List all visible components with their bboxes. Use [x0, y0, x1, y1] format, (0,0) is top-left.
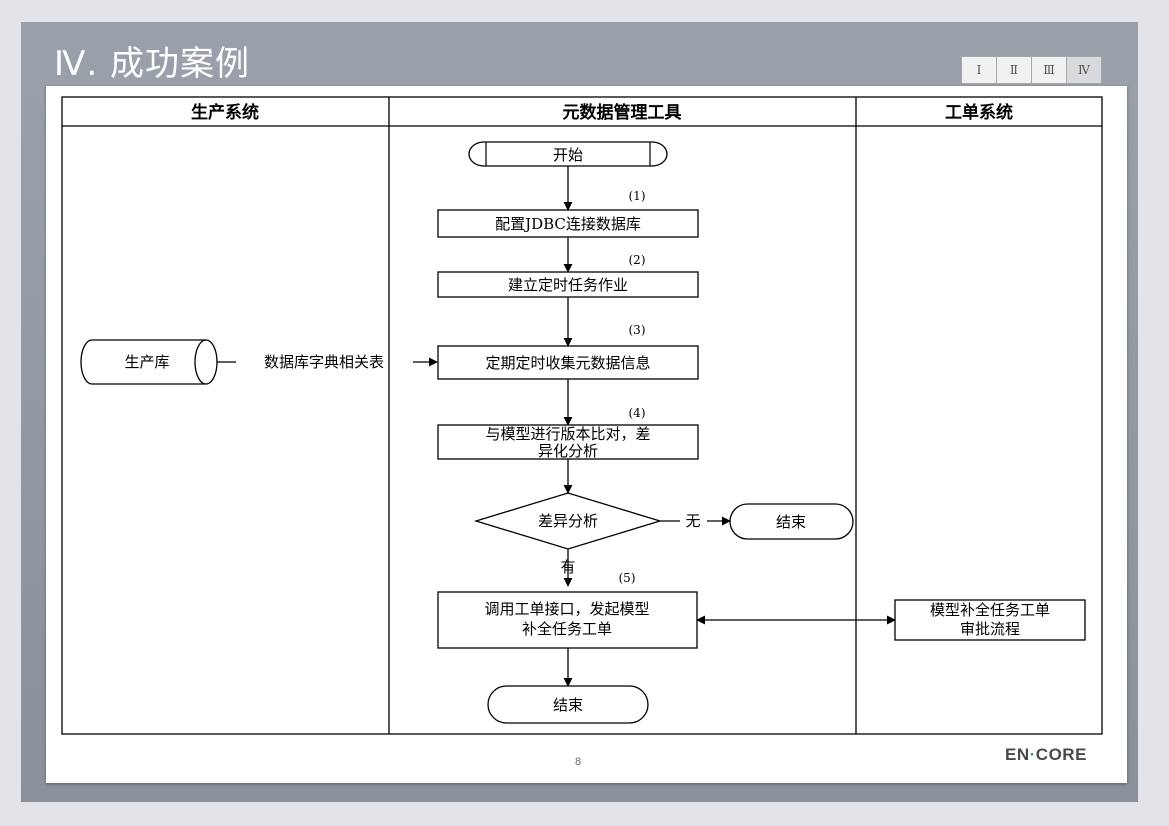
nav-item-1[interactable]: Ⅰ	[961, 56, 997, 84]
production-db-label: 生产库	[124, 353, 169, 371]
start-node: 开始	[468, 141, 668, 167]
end-node	[487, 685, 649, 724]
step4-label-line2: 异化分析	[538, 442, 598, 460]
step1-number: (1)	[629, 189, 646, 203]
step2-box	[437, 271, 699, 298]
step5-box	[437, 591, 698, 649]
lane-header-production: 生产系统	[191, 102, 259, 123]
step5-label-line2: 补全任务工单	[522, 620, 612, 638]
flow-connectors	[217, 166, 896, 687]
logo-right: CORE	[1035, 745, 1087, 764]
slide-nav: Ⅰ Ⅱ Ⅲ Ⅳ	[961, 56, 1102, 84]
yes-branch-label: 有	[560, 558, 575, 576]
swimlane-frame	[61, 96, 1103, 735]
decision-diamond	[473, 492, 663, 550]
company-logo: EN·CORE	[1005, 745, 1087, 765]
step4-label-line1: 与模型进行版本比对，差	[485, 425, 650, 443]
step3-number: (3)	[629, 323, 646, 337]
workorder-label-line2: 审批流程	[960, 620, 1020, 638]
end-right-node	[729, 503, 854, 540]
start-label: 开始	[553, 146, 583, 164]
workorder-box	[894, 599, 1086, 641]
step5-number: (5)	[619, 571, 636, 585]
step3-label: 定期定时收集元数据信息	[485, 354, 650, 372]
dictionary-link-label: 数据库字典相关表	[264, 353, 384, 371]
end-label: 结束	[553, 696, 583, 714]
nav-item-2[interactable]: Ⅱ	[996, 56, 1032, 84]
no-branch-label: 无	[685, 512, 700, 530]
nav-item-3[interactable]: Ⅲ	[1031, 56, 1067, 84]
lane-header-metadata: 元数据管理工具	[563, 102, 682, 123]
nav-item-4[interactable]: Ⅳ	[1066, 56, 1102, 84]
page-number: 8	[575, 756, 582, 768]
step1-label: 配置JDBC连接数据库	[495, 215, 641, 233]
end-right-label: 结束	[776, 513, 806, 531]
step4-number: (4)	[629, 406, 646, 420]
step2-number: (2)	[629, 253, 646, 267]
production-db: 生产库	[80, 339, 218, 385]
step2-label: 建立定时任务作业	[508, 276, 628, 294]
lane-header-workorder: 工单系统	[945, 102, 1013, 123]
workorder-label-line1: 模型补全任务工单	[930, 601, 1050, 619]
logo-left: EN	[1005, 745, 1030, 764]
slide-title: Ⅳ. 成功案例	[54, 44, 250, 84]
step5-label-line1: 调用工单接口，发起模型	[484, 600, 649, 618]
step3-box	[437, 345, 699, 380]
step1-box	[437, 209, 699, 238]
step4-box	[437, 424, 699, 460]
decision-label: 差异分析	[538, 512, 598, 530]
logo-dot: ·	[1029, 745, 1036, 764]
